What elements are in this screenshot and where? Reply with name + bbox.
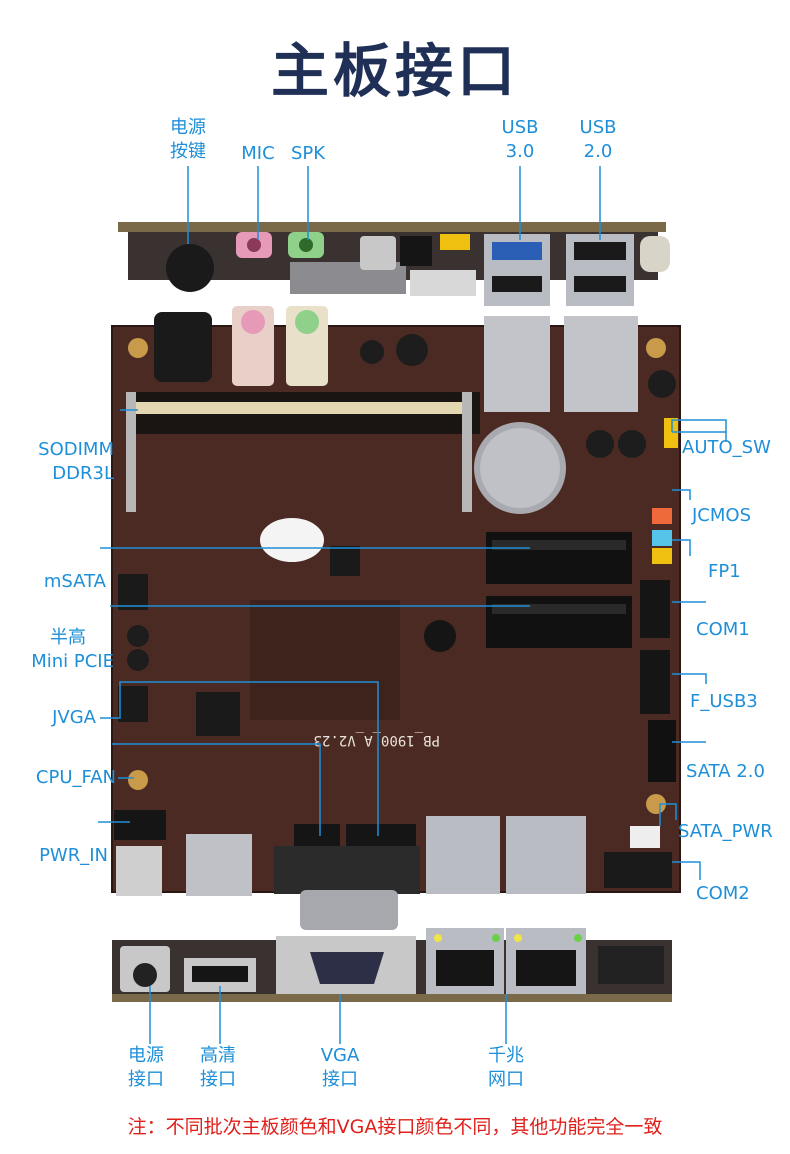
label-sata20: SATA 2.0 [686,761,765,782]
label-jcmos: JCMOS [692,505,752,526]
label-usb20-line1: USB [579,117,617,138]
label-power-jack: 电源 接口 [116,1044,176,1092]
label-lan-line1: 千兆 [488,1045,524,1066]
label-fp1: FP1 [708,561,741,582]
label-sodimm: SODIMM DDR3L [10,438,114,486]
label-vga-line2: 接口 [322,1069,358,1090]
label-power-button-line1: 电源 [170,117,206,138]
label-jvga: JVGA [52,707,96,728]
label-usb30-line1: USB [501,117,539,138]
label-sodimm-line2: DDR3L [52,463,114,484]
label-vga-line1: VGA [320,1045,360,1066]
main-pcb: PB_1900_A_V2.23 [111,306,681,930]
label-power-jack-line2: 接口 [128,1069,164,1090]
label-hdmi-line1: 高清 [200,1045,236,1066]
label-sata-pwr: SATA_PWR [678,821,773,842]
label-usb30: USB 3.0 [490,116,550,164]
label-lan: 千兆 网口 [476,1044,536,1092]
label-power-jack-line1: 电源 [128,1045,164,1066]
label-minipcie-line2: Mini PCIE [31,651,114,672]
label-hdmi: 高清 接口 [188,1044,248,1092]
label-pwr-in: PWR_IN [39,845,108,866]
label-cpu-fan: CPU_FAN [35,767,116,788]
label-com2: COM2 [696,883,750,904]
label-msata: mSATA [43,571,106,592]
footnote: 注：不同批次主板颜色和VGA接口颜色不同，其他功能完全一致 [127,1116,663,1138]
label-hdmi-line2: 接口 [200,1069,236,1090]
label-power-button: 电源 按键 [158,116,218,164]
usb3-port-top [492,242,542,260]
bottom-io-edge [112,928,672,1002]
label-com1: COM1 [696,619,750,640]
label-power-button-line2: 按键 [170,141,206,162]
label-auto-sw: AUTO_SW [682,437,771,458]
label-lan-line2: 网口 [488,1069,524,1090]
label-usb20: USB 2.0 [568,116,628,164]
board-model-text: PB_1900_A_V2.23 [314,732,440,748]
leader-lines [98,166,727,1044]
label-usb30-line2: 3.0 [505,141,535,162]
label-vga: VGA 接口 [310,1044,370,1092]
label-sodimm-line1: SODIMM [38,439,114,460]
page-title: 主板接口 [270,37,519,105]
label-minipcie-line1: 半高 [50,627,86,648]
usb2-port-top [574,242,626,260]
label-usb20-line2: 2.0 [583,141,613,162]
label-mic: MIC [241,143,275,164]
label-f-usb3: F_USB3 [690,691,758,712]
label-spk: SPK [290,143,326,164]
label-minipcie: 半高 Mini PCIE [10,626,114,674]
top-io-edge [118,222,670,306]
